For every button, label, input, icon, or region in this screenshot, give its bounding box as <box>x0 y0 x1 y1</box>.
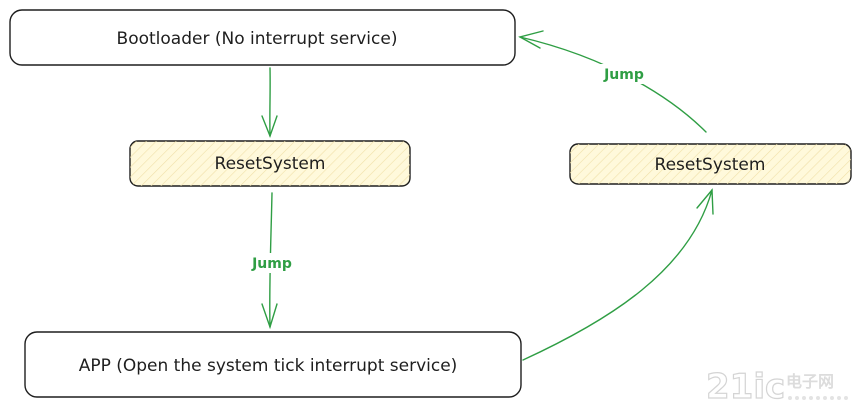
bootloader-node: Bootloader (No interrupt service) <box>9 9 516 66</box>
app-label: APP (Open the system tick interrupt serv… <box>79 356 458 376</box>
jump-label-down: Jump <box>251 256 292 272</box>
reset-system-left-label: ResetSystem <box>215 154 326 174</box>
reset-system-right-label: ResetSystem <box>655 155 766 175</box>
watermark-dots <box>788 396 848 400</box>
jump-label-up: Jump <box>603 67 644 83</box>
reset-system-right-node: ResetSystem <box>569 143 852 185</box>
reset-system-left-node: ResetSystem <box>129 140 411 187</box>
bootloader-label: Bootloader (No interrupt service) <box>117 29 398 49</box>
arrow-app-to-reset <box>522 188 714 361</box>
watermark-logo: 21ic 电子网 <box>705 366 848 408</box>
arrow-bootloader-to-reset <box>261 67 278 138</box>
app-node: APP (Open the system tick interrupt serv… <box>24 331 522 398</box>
watermark-number: 21ic <box>706 367 785 407</box>
watermark-cjk: 电子网 <box>786 372 834 391</box>
